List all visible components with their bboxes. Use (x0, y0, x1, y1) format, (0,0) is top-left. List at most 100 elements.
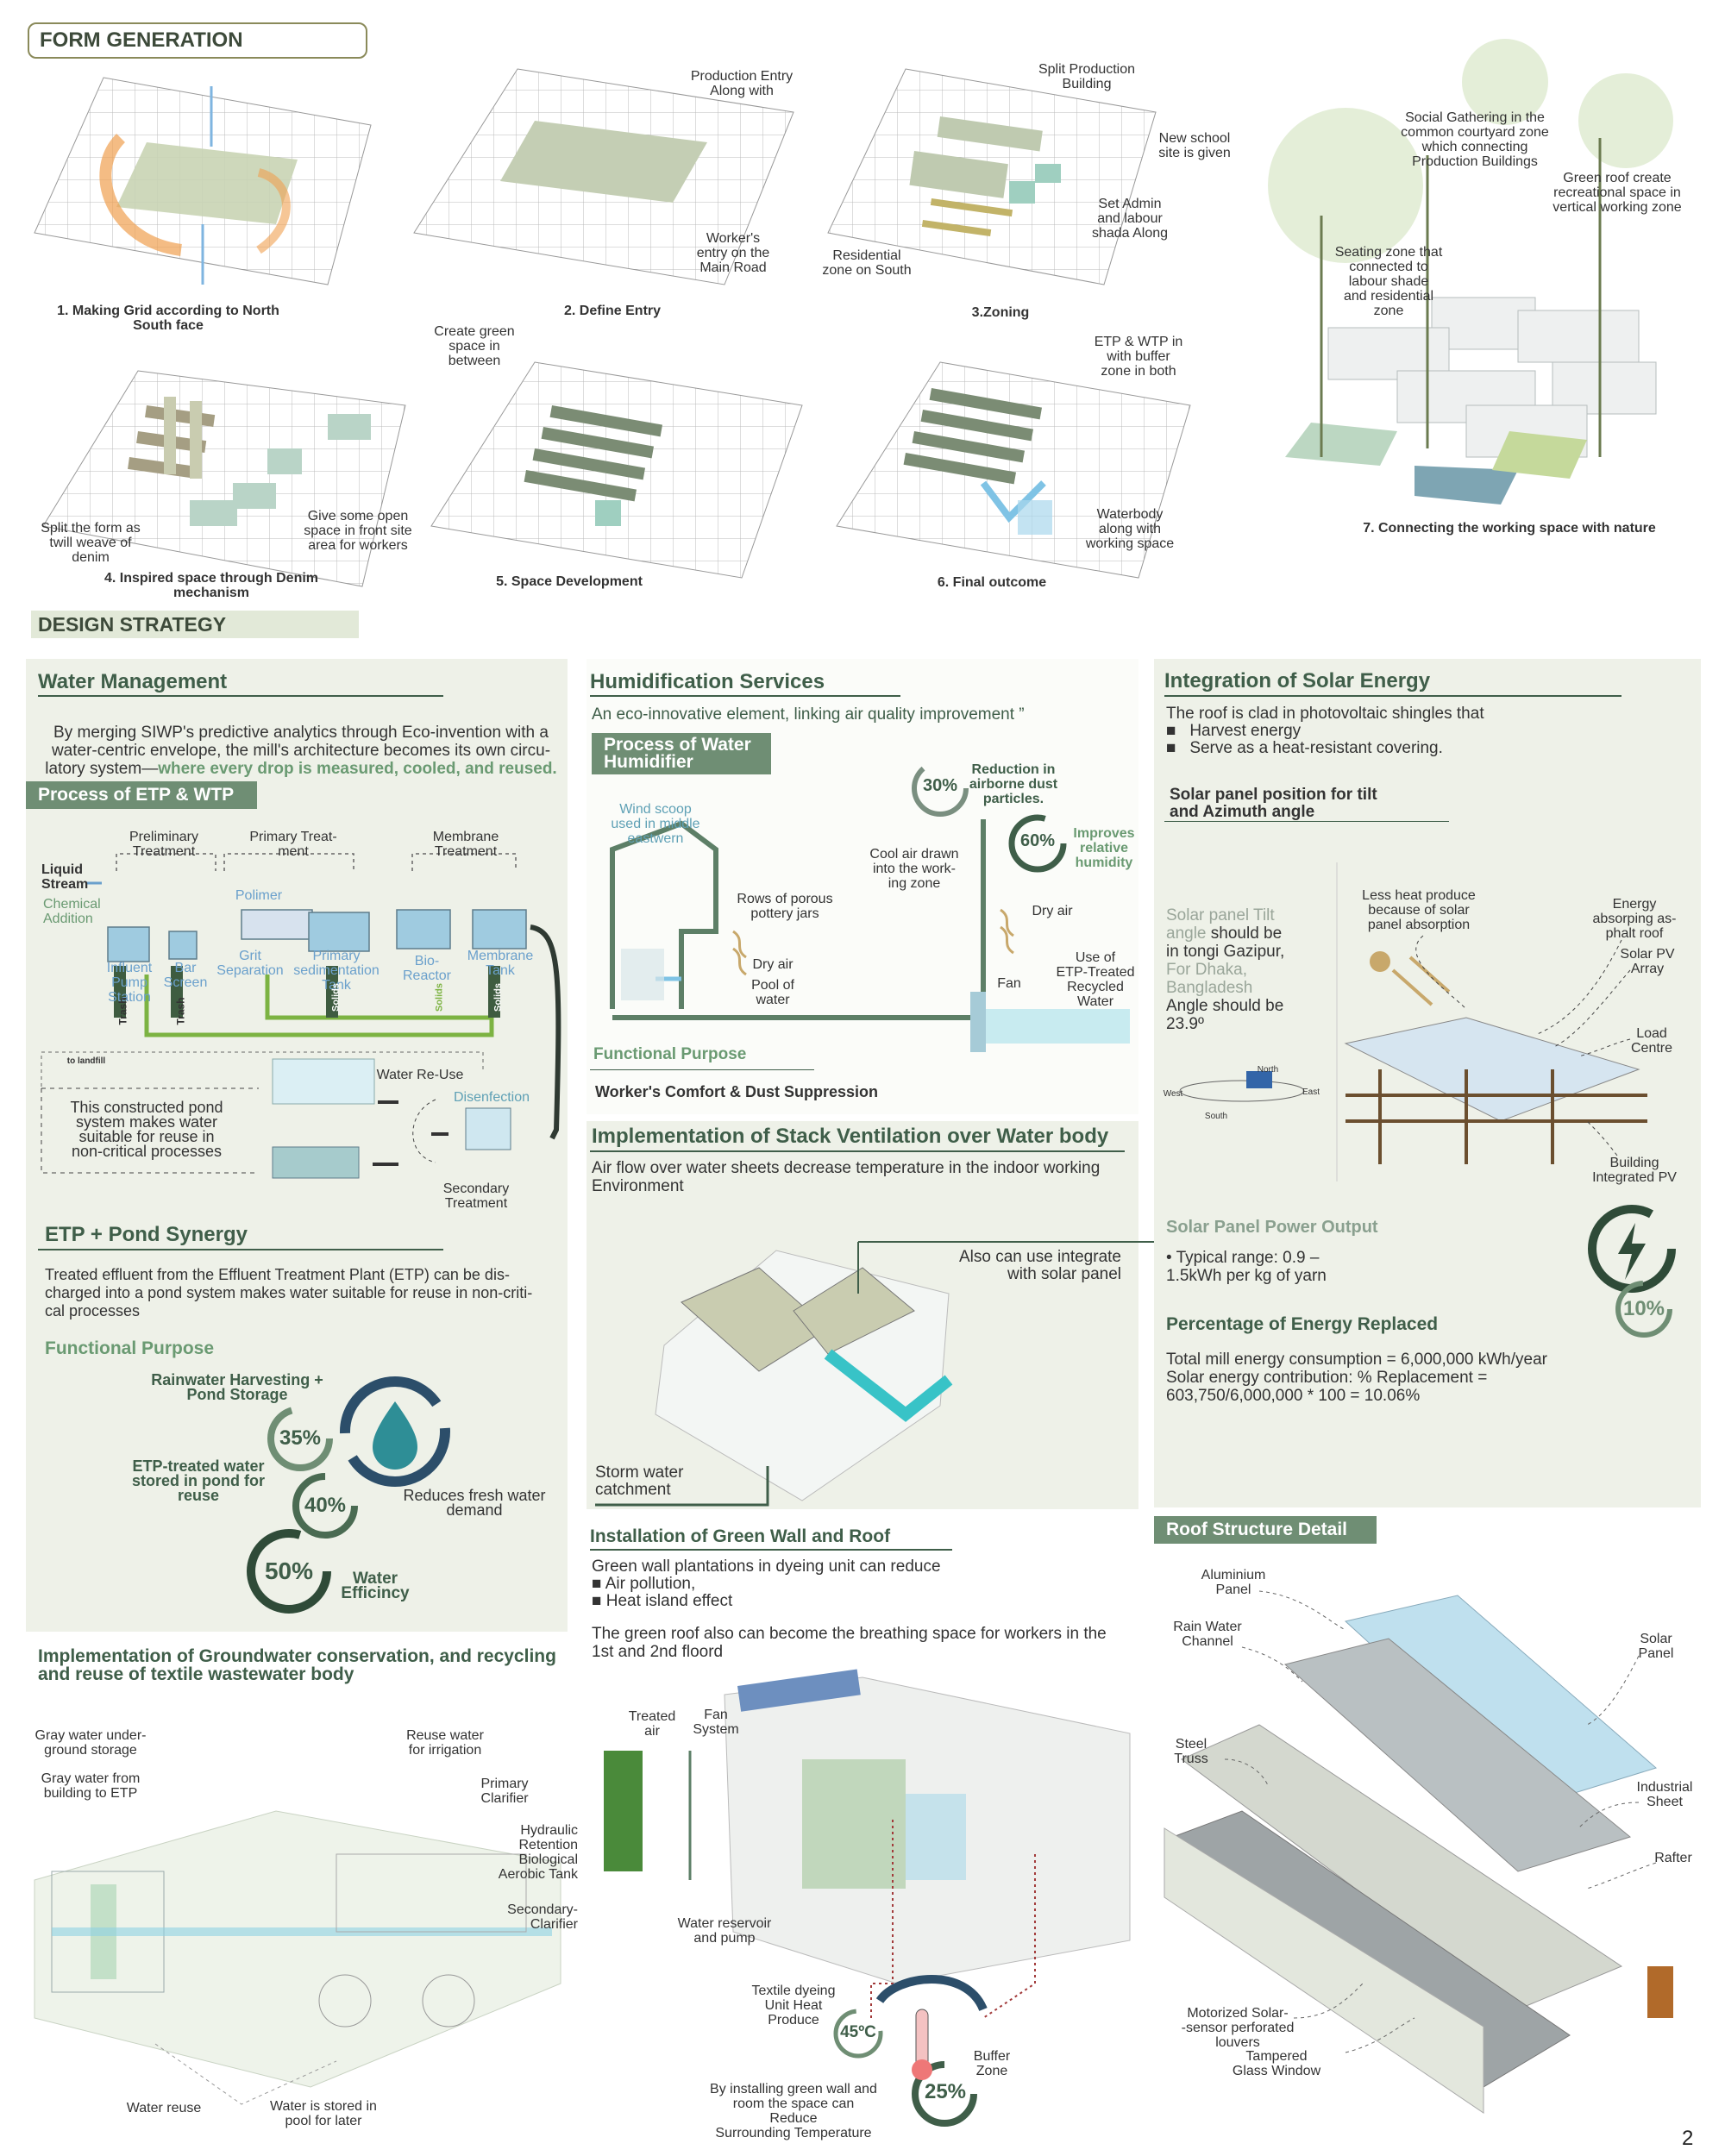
humidifier-label: Wind scoop used in middle eastwern (611, 802, 700, 846)
groundwater-label: Water is stored in pool for later (270, 2099, 377, 2128)
solar-label: Solar PV Array (1620, 947, 1675, 976)
stage-label: Preliminary Treatment (129, 830, 198, 859)
humidity-pct: 60% (1019, 831, 1056, 850)
divider (38, 1249, 443, 1250)
step7-caption: 7. Connecting the working space with nat… (1363, 521, 1656, 536)
etp-input: Liquid Stream (41, 862, 89, 892)
roof-label: Tampered Glass Window (1232, 2049, 1321, 2078)
step7-note: Seating zone that connected to labour sh… (1334, 245, 1443, 318)
etp-unit: Influent Pump Station (106, 961, 153, 1005)
step6-note: Waterbody along with working space (1085, 507, 1175, 551)
solids-label: Solids (434, 983, 445, 1012)
solids-label: Solids (330, 983, 342, 1012)
functional-purpose-label: Functional Purpose (45, 1338, 215, 1358)
green-wall-label: Fan System (693, 1708, 739, 1737)
etp-unit: Primary sedimentation Tank (293, 949, 380, 993)
divider (590, 1150, 1125, 1152)
solar-intro: The roof is clad in photovoltaic shingle… (1166, 705, 1484, 723)
green-wall-label: Buffer Zone (973, 2049, 1011, 2078)
humidifier-label: Dry air (752, 957, 794, 972)
water-management-title: Water Management (38, 670, 228, 693)
groundwater-label: Gray water under- ground storage (34, 1728, 147, 1758)
stat-label: Reduces fresh water demand (403, 1487, 546, 1519)
groundwater-title: Implementation of Groundwater conservati… (38, 1646, 556, 1684)
divider (590, 1549, 952, 1551)
stage-label: Primary Treat- ment (249, 830, 337, 859)
pond-note: This constructed pond system makes water… (70, 1099, 223, 1160)
divider (1164, 821, 1449, 822)
stat-label: ETP-treated water stored in pond for reu… (132, 1457, 265, 1504)
step5-caption: 5. Space Development (496, 574, 643, 589)
groundwater-label: Water reuse (126, 2101, 202, 2115)
humidifier-label: Rows of porous pottery jars (737, 892, 833, 921)
solar-bullet: ■ Serve as a heat-resistant covering. (1166, 739, 1443, 757)
water-management-body-highlight: where every drop is measured, cooled, an… (158, 760, 557, 778)
compass-west: West (1163, 1089, 1183, 1099)
power-output-title: Solar Panel Power Output (1166, 1218, 1378, 1237)
step3-caption: 3.Zoning (971, 305, 1030, 320)
green-wall-bullet: ■ Heat island effect (592, 1592, 733, 1610)
tilt-heading: Solar panel position for tilt and Azimut… (1170, 786, 1377, 821)
groundwater-label: Reuse water for irrigation (406, 1728, 484, 1758)
roof-label: Steel Truss (1174, 1737, 1208, 1766)
temperature-reduction-pct: 25% (924, 2080, 967, 2103)
green-wall-title: Installation of Green Wall and Roof (590, 1526, 891, 1546)
water-management-body: By merging SIWP's predictive analytics t… (38, 705, 564, 778)
functional-purpose-label: Functional Purpose (593, 1045, 747, 1063)
form-generation-header: FORM GENERATION (28, 22, 367, 59)
compass-north: North (1257, 1065, 1279, 1075)
divider (38, 695, 443, 697)
step1-caption: 1. Making Grid according to North South … (57, 304, 279, 333)
design-strategy-header: DESIGN STRATEGY (31, 611, 359, 638)
solids-label: Solids (492, 983, 504, 1012)
etp-unit: Bio- Reactor (402, 954, 452, 983)
humidifier-label: Dry air (1032, 904, 1073, 918)
solar-integrate-note: Also can use integrate with solar panel (958, 1248, 1121, 1283)
solar-label: Energy absorping as- phalt roof (1592, 897, 1677, 941)
energy-replaced-pct: 10% (1622, 1297, 1665, 1320)
step3-note: Residential zone on South (822, 248, 912, 278)
roof-label: Industrial Sheet (1636, 1780, 1693, 1809)
green-wall-label: Treated air (628, 1709, 676, 1739)
temperature-value: 45ºC (840, 2023, 876, 2041)
etp-unit: Polimer (235, 888, 283, 903)
synergy-title: ETP + Pond Synergy (45, 1223, 248, 1246)
groundwater-label: Gray water from building to ETP (41, 1771, 141, 1801)
stat-value: 35% (279, 1426, 322, 1450)
solar-bullet-text: Harvest energy (1189, 722, 1302, 740)
groundwater-label: Primary Clarifier (480, 1777, 529, 1806)
tilt-text: Solar panel Tilt angle should be in tong… (1166, 888, 1321, 1033)
dust-label: Reduction in airborne dust particles. (969, 762, 1058, 806)
roof-label: Motorized Solar- -sensor perforated louv… (1181, 2006, 1295, 2050)
disinfection-label: Disenfection (453, 1090, 530, 1105)
stack-ventilation-title: Implementation of Stack Ventilation over… (592, 1125, 1109, 1148)
humidification-subtitle: An eco-innovative element, linking air q… (592, 705, 1025, 724)
etp-process-title: Process of ETP & WTP (26, 781, 257, 809)
tilt-highlight: Solar panel Tilt angle (1166, 906, 1275, 943)
divider (1164, 695, 1622, 697)
compass-south: South (1204, 1112, 1228, 1121)
storm-water-note: Storm water catchment (595, 1463, 684, 1499)
trash-label: Trash (174, 997, 187, 1025)
groundwater-label: Hydraulic Retention Biological Aerobic T… (498, 1823, 578, 1882)
roof-label: Rafter (1654, 1851, 1692, 1865)
step4-note: Split the form as twill weave of denim (41, 521, 141, 565)
humidifier-label: Pool of water (751, 978, 794, 1007)
synergy-body: Treated effluent from the Effluent Treat… (45, 1266, 533, 1319)
step3-note: New school site is given (1158, 131, 1231, 160)
humidification-title: Humidification Services (590, 670, 825, 693)
etp-input: Chemical Addition (43, 897, 101, 926)
green-wall-body: Green wall plantations in dyeing unit ca… (592, 1557, 941, 1576)
roof-label: Solar Panel (1638, 1632, 1674, 1661)
dust-pct: 30% (922, 776, 958, 795)
green-wall-label: Water reservoir and pump (677, 1916, 772, 1946)
compass-east: East (1302, 1087, 1320, 1097)
stack-ventilation-body: Air flow over water sheets decrease temp… (592, 1159, 1101, 1195)
humidifier-label: Cool air drawn into the work- ing zone (869, 847, 959, 891)
green-wall-label: Textile dyeing Unit Heat Produce (751, 1984, 836, 2028)
step3-note: Set Admin and labour shada Along (1091, 197, 1169, 241)
green-wall-label: By installing green wall and room the sp… (710, 2082, 877, 2140)
stat-label: Water Efficincy (341, 1570, 410, 1602)
etp-unit: Membrane Tank (467, 949, 534, 978)
humidifier-label: Use of ETP-Treated Recycled Water (1056, 950, 1135, 1009)
